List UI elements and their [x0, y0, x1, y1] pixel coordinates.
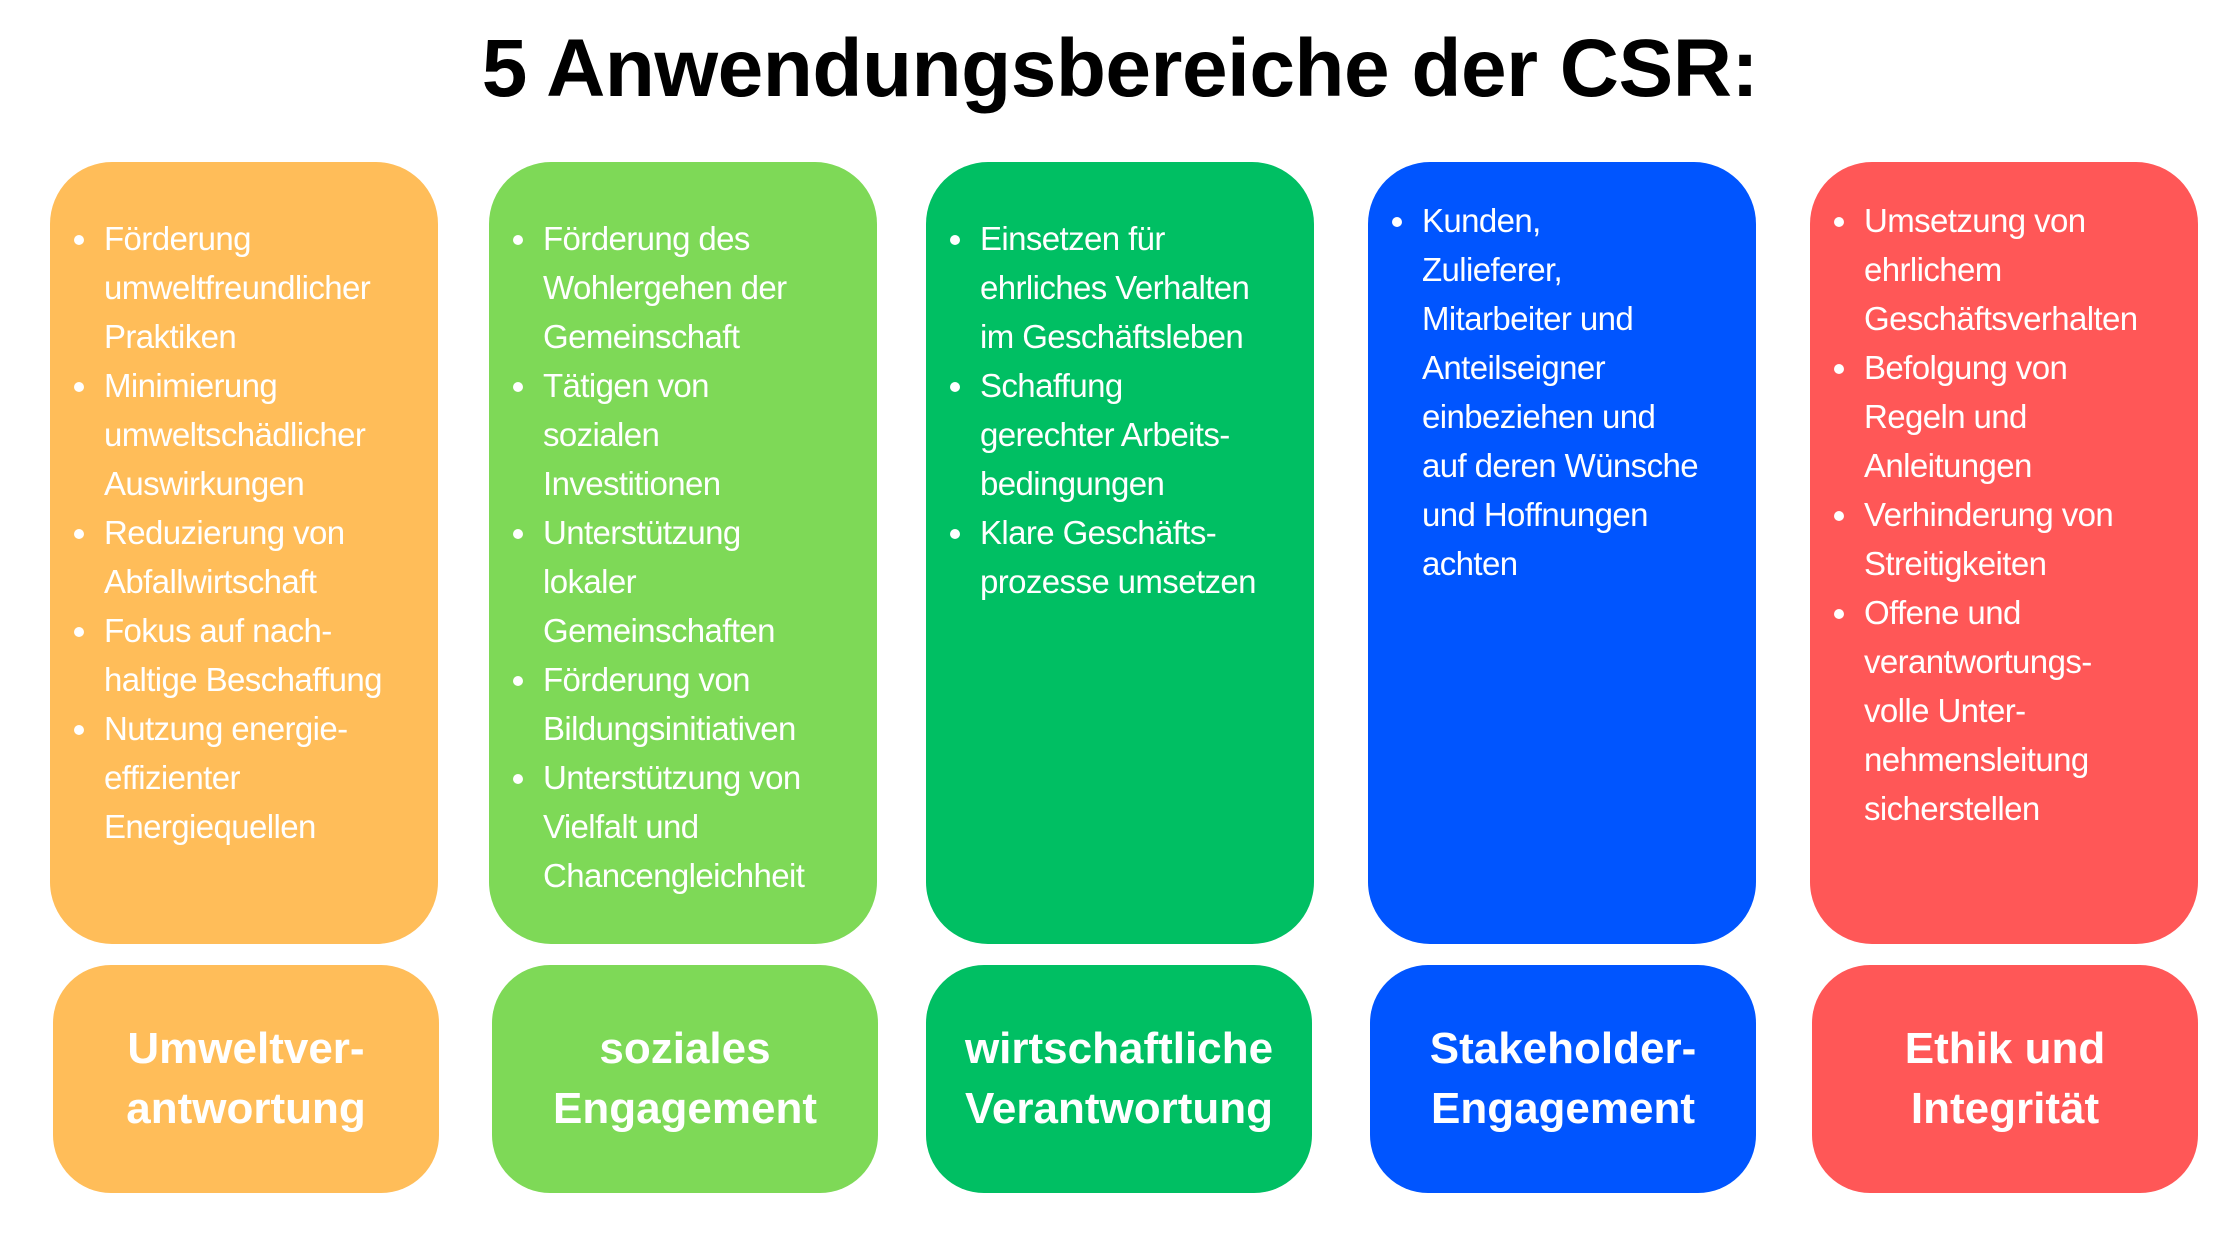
bullet-list: Umsetzung von ehrlichem Geschäftsverhalt… [1830, 196, 2184, 833]
list-item: Schaffung gerechter Arbeits- bedingungen [946, 361, 1300, 508]
bullet-list: Kunden, Zulieferer, Mitarbeiter und Ante… [1388, 196, 1742, 588]
list-item: Einsetzen für ehrliches Verhalten im Ges… [946, 214, 1300, 361]
area-label: Ethik und Integrität [1812, 965, 2198, 1193]
bullet-list: Einsetzen für ehrliches Verhalten im Ges… [946, 214, 1300, 606]
list-item: Offene und verantwortungs- volle Unter- … [1830, 588, 2184, 833]
area-label: soziales Engagement [492, 965, 878, 1193]
list-item: Förderung von Bildungsinitiativen [509, 655, 863, 753]
area-card: Förderung des Wohlergehen der Gemeinscha… [489, 162, 877, 944]
list-item: Reduzierung von Abfallwirtschaft [70, 508, 424, 606]
area-card: Einsetzen für ehrliches Verhalten im Ges… [926, 162, 1314, 944]
list-item: Klare Geschäfts- prozesse umsetzen [946, 508, 1300, 606]
list-item: Förderung des Wohlergehen der Gemeinscha… [509, 214, 863, 361]
area-label: Umweltver- antwortung [53, 965, 439, 1193]
area-label: Stakeholder- Engagement [1370, 965, 1756, 1193]
bullet-list: Förderung des Wohlergehen der Gemeinscha… [509, 214, 863, 900]
list-item: Unterstützung von Vielfalt und Chancengl… [509, 753, 863, 900]
area-card: Umsetzung von ehrlichem Geschäftsverhalt… [1810, 162, 2198, 944]
list-item: Nutzung energie- effizienter Energiequel… [70, 704, 424, 851]
list-item: Kunden, Zulieferer, Mitarbeiter und Ante… [1388, 196, 1742, 588]
list-item: Tätigen von sozialen Investitionen [509, 361, 863, 508]
list-item: Umsetzung von ehrlichem Geschäftsverhalt… [1830, 196, 2184, 343]
area-card: Kunden, Zulieferer, Mitarbeiter und Ante… [1368, 162, 1756, 944]
list-item: Förderung umweltfreundlicher Praktiken [70, 214, 424, 361]
list-item: Befolgung von Regeln und Anleitungen [1830, 343, 2184, 490]
list-item: Verhinderung von Streitigkeiten [1830, 490, 2184, 588]
area-label: wirtschaftliche Verantwortung [926, 965, 1312, 1193]
page-title: 5 Anwendungsbereiche der CSR: [481, 23, 1759, 114]
list-item: Unterstützung lokaler Gemeinschaften [509, 508, 863, 655]
list-item: Fokus auf nach- haltige Beschaffung [70, 606, 424, 704]
list-item: Minimierung umweltschädlicher Auswirkung… [70, 361, 424, 508]
